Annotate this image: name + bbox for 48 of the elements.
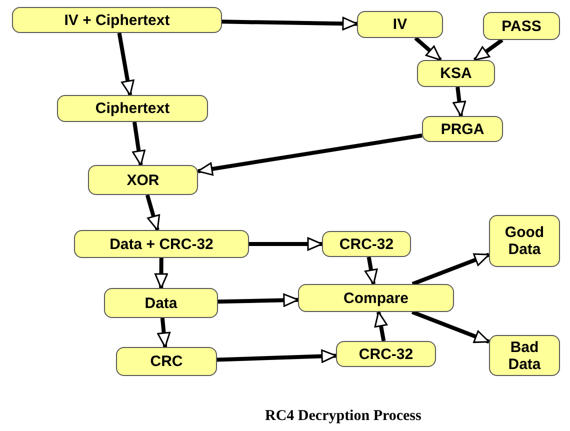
box-label: Ciphertext [95,100,170,117]
arrow [145,194,160,231]
process-box [57,95,208,122]
arrow [222,16,358,30]
arrow [117,32,134,96]
box-label: KSA [440,65,472,82]
process-box [322,231,411,257]
process-box [88,165,198,195]
arrow [374,311,388,342]
process-box [336,341,436,367]
box-label: CRC-32 [339,236,394,252]
box-label: Bad Data [507,338,542,372]
process-box [298,284,454,312]
arrow [218,293,299,307]
process-box [74,230,249,258]
process-box [12,7,222,33]
arrow [412,252,490,286]
arrow [197,133,422,176]
arrow [364,256,378,285]
box-label: Data + CRC-32 [110,236,214,252]
arrow [216,349,337,363]
process-box [422,116,503,142]
box-label: CRC-32 [358,346,414,362]
process-box [357,11,443,38]
box-label: Data [144,294,178,312]
box-label: IV [392,16,408,33]
caption: RC4 Decryption Process [265,407,422,426]
arrow [154,258,168,289]
box-label: PASS [502,18,542,34]
arrow [249,237,323,251]
process-box [104,288,218,318]
arrow [414,36,442,62]
arrow [132,122,146,166]
arrow [452,86,466,117]
process-box [489,335,560,376]
process-box [116,347,217,376]
process-box [483,12,560,40]
box-label: CRC [150,353,183,370]
process-box [489,215,560,267]
arrow [411,310,490,344]
arrow [473,38,504,62]
box-label: IV + Ciphertext [64,12,170,28]
box-label: Compare [343,290,409,306]
process-box [417,60,495,87]
box-label: XOR [126,172,160,188]
box-label: Good Data [504,224,546,258]
arrow [157,318,171,348]
box-label: PRGA [440,120,484,138]
